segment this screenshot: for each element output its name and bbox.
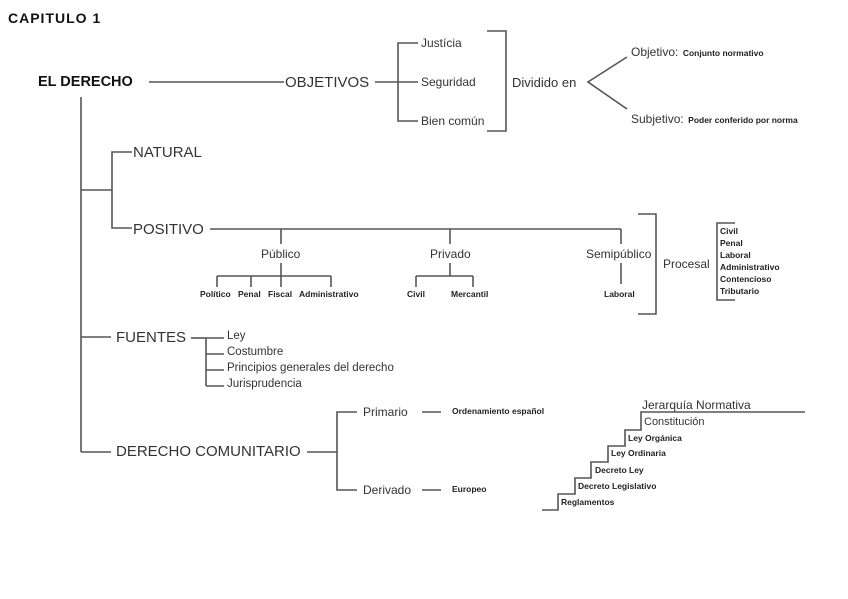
positivo-node: POSITIVO	[133, 221, 204, 238]
procesal-item-tributario: Tributario	[720, 286, 760, 296]
publico-item-fiscal: Fiscal	[268, 289, 293, 299]
jerarquia-step-ley-ordinaria: Ley Ordinaria	[611, 448, 666, 458]
primario-node: Primario	[363, 405, 408, 419]
objetivo-label: Objetivo:	[631, 45, 679, 59]
publico-item-administrativo: Administrativo	[299, 289, 359, 299]
bracket-procesal-items	[716, 222, 735, 301]
subjetivo-desc: Poder conferido por norma	[688, 115, 798, 125]
subjetivo-entry: Subjetivo: Poder conferido por norma	[631, 111, 798, 127]
procesal-item-contencioso: Contencioso	[720, 274, 772, 284]
procesal-item-civil: Civil	[720, 226, 738, 236]
primario-desc: Ordenamiento español	[452, 406, 545, 416]
root-node: EL DERECHO	[38, 74, 133, 90]
procesal-item-penal: Penal	[720, 238, 743, 248]
bracket-procesal	[638, 213, 657, 315]
semipublico-node: Semipúblico	[586, 247, 652, 261]
jerarquia-step-constitucion: Constitución	[644, 416, 705, 428]
publico-item-politico: Político	[200, 289, 231, 299]
fuentes-node: FUENTES	[116, 329, 187, 346]
procesal-item-laboral: Laboral	[720, 250, 751, 260]
fuentes-item-ley: Ley	[227, 330, 246, 342]
subjetivo-label: Subjetivo:	[631, 112, 684, 126]
objetivo-entry: Objetivo: Conjunto normativo	[631, 44, 764, 60]
procesal-node: Procesal	[663, 257, 710, 271]
bracket-dividido	[487, 30, 507, 132]
semipublico-item-laboral: Laboral	[604, 289, 635, 299]
jerarquia-step-reglamentos: Reglamentos	[561, 497, 615, 507]
derivado-desc: Europeo	[452, 484, 487, 494]
derivado-node: Derivado	[363, 483, 412, 497]
objetivos-item-seguridad: Seguridad	[421, 75, 476, 89]
publico-item-penal: Penal	[238, 289, 261, 299]
fuentes-item-costumbre: Costumbre	[227, 346, 284, 358]
staircase	[542, 411, 805, 511]
procesal-item-administrativo: Administrativo	[720, 262, 780, 272]
fuentes-item-jurisprudencia: Jurisprudencia	[227, 378, 302, 390]
jerarquia-step-decreto-legislativo: Decreto Legislativo	[578, 481, 657, 491]
comunitario-node: DERECHO COMUNITARIO	[116, 443, 301, 460]
objetivo-desc: Conjunto normativo	[682, 48, 764, 58]
privado-item-mercantil: Mercantil	[451, 289, 489, 299]
jerarquia-step-ley-organica: Ley Orgánica	[628, 433, 682, 443]
objetivos-item-bien-comun: Bien común	[421, 114, 485, 128]
natural-node: NATURAL	[133, 144, 202, 161]
publico-node: Público	[261, 247, 301, 261]
fuentes-item-principios: Principios generales del derecho	[227, 362, 394, 374]
objetivos-node: OBJETIVOS	[285, 74, 370, 91]
dividido-label: Dividido en	[512, 75, 577, 90]
line-dividido-angle	[586, 56, 628, 110]
privado-node: Privado	[430, 247, 471, 261]
jerarquia-step-decreto-ley: Decreto Ley	[595, 465, 644, 475]
line-comunitario-bracket	[336, 411, 357, 491]
objetivos-item-justicia: Justícia	[421, 36, 462, 50]
line-natpos-bracket	[111, 151, 132, 229]
privado-item-civil: Civil	[407, 289, 425, 299]
jerarquia-title: Jerarquía Normativa	[642, 398, 751, 412]
chapter-title: CAPITULO 1	[8, 10, 102, 26]
